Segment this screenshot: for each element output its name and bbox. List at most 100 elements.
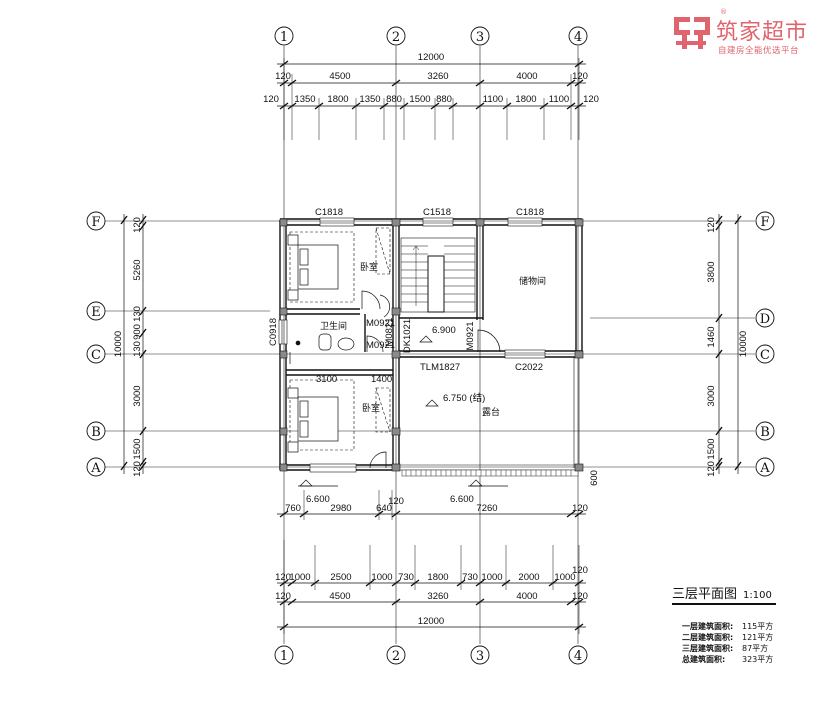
dim-top-main-2: 3260 (427, 71, 448, 82)
doors (361, 290, 501, 469)
door-label-m0921-a: M0921 (366, 318, 395, 329)
area-row-label: 总建筑面积: (682, 655, 726, 664)
dim-bottom-near-3: 120 (388, 496, 404, 507)
axis-label-2-top: 2 (392, 30, 400, 45)
right-dimension-lines (715, 214, 742, 474)
axis-label-3-top: 3 (476, 30, 484, 45)
drawing-title-text: 三层平面图 (672, 587, 738, 602)
door-label-m0921-c: M0921 (465, 321, 476, 350)
dim-bottom-near-0: 760 (285, 503, 301, 514)
axis-label-A-left: A (90, 461, 101, 476)
dim-top-detail-3: 1350 (359, 94, 380, 105)
window-label-c0918: C0918 (268, 318, 279, 346)
dim-left-2: 130 (132, 306, 143, 322)
dim-bottom-detail-8: 2000 (518, 572, 539, 583)
registered-mark: ® (720, 8, 727, 16)
dim-bottom-main-4: 120 (572, 591, 588, 602)
axis-label-A-right: A (759, 461, 770, 476)
axis-bubble-2-bottom (386, 645, 406, 665)
dim-bottom-detail-6: 730 (462, 572, 478, 583)
axis-label-E-left: E (91, 305, 101, 320)
axis-bubble-1-bottom (274, 645, 294, 665)
brand-name: 筑家超市 (716, 20, 809, 45)
dim-bottom-detail-9: 1000 (554, 572, 575, 583)
axis-bubble-B-left (86, 421, 106, 441)
axis-grid (105, 46, 755, 644)
bathroom-fixtures (289, 333, 355, 364)
window-label-c2022: C2022 (515, 362, 543, 373)
area-row-label: 一层建筑面积: (682, 622, 734, 631)
dim-top-detail-8: 1800 (515, 94, 536, 105)
dim-top-detail-0: 120 (263, 94, 279, 105)
dim-right-0: 120 (706, 217, 717, 233)
beds (287, 234, 339, 453)
level-6600-right: 6.600 (450, 494, 474, 505)
area-row-label: 二层建筑面积: (682, 633, 734, 642)
axis-bubble-3-top (470, 26, 490, 46)
axis-bubble-F-left (86, 211, 106, 231)
area-row: 二层建筑面积: 121平方 (682, 632, 822, 643)
room-label-bedroom-bottom: 卧室 (362, 402, 380, 414)
dim-bottom-total: 12000 (418, 616, 444, 627)
door-label-m0821: M0821 (384, 317, 395, 346)
room-label-bedroom-top: 卧室 (360, 261, 378, 273)
dim-bottom-main-0: 120 (275, 591, 291, 602)
dim-side-600: 600 (589, 470, 600, 486)
dim-bottom-near-1: 2980 (330, 503, 351, 514)
dim-top-main-1: 4500 (329, 71, 350, 82)
axis-bubble-4-bottom (568, 645, 588, 665)
dim-left-7: 120 (132, 461, 143, 477)
room-label-terrace: 露台 (482, 406, 500, 418)
door-label-dk1021: DK1021 (402, 319, 413, 353)
dim-left-0: 120 (132, 217, 143, 233)
window-label-c1818-left: C1818 (315, 207, 343, 218)
axis-bubble-4-top (568, 26, 588, 46)
area-row: 总建筑面积: 323平方 (682, 654, 822, 665)
dim-top-detail-9: 1100 (549, 94, 569, 105)
dim-bottom-detail-2: 2500 (330, 572, 351, 583)
dim-bottom-main-3: 4000 (516, 591, 537, 602)
drawing-scale: 1:100 (743, 590, 772, 601)
axis-bubble-3-bottom (470, 645, 490, 665)
level-6750: 6.750 (结) (443, 392, 485, 404)
window-label-c1818-right: C1818 (516, 207, 544, 218)
dim-bottom-detail-0: 120 (275, 572, 291, 583)
brand-mark-icon (674, 17, 710, 49)
dim-top-detail-2: 1800 (327, 94, 348, 105)
dim-top-total: 12000 (418, 52, 444, 63)
level-markers (298, 335, 508, 487)
dim-left-6: 1500 (132, 438, 143, 459)
terrace-drain-grate (401, 469, 579, 477)
axis-label-4-bottom: 4 (574, 649, 582, 664)
axis-label-F-right: F (760, 215, 769, 230)
room-label-bathroom: 卫生间 (320, 320, 347, 332)
axis-label-F-left: F (91, 215, 100, 230)
dim-bottom-near-5: 120 (572, 503, 588, 514)
axis-bubble-F-right (755, 211, 775, 231)
axis-bubble-A-left (86, 457, 106, 477)
axis-label-B-left: B (91, 425, 101, 440)
door-label-tlm1827: TLM1827 (420, 362, 460, 373)
axis-label-D-right: D (760, 312, 770, 327)
axis-label-3-bottom: 3 (476, 649, 484, 664)
top-dimension-lines (277, 58, 586, 140)
area-row: 三层建筑面积:87平方 (682, 643, 822, 654)
area-row-value: 121平方 (742, 633, 774, 642)
dim-top-main-4: 120 (572, 71, 588, 82)
axis-label-B-right: B (760, 425, 770, 440)
dim-inner-1400: 1400 (371, 374, 392, 385)
staircase (400, 237, 476, 313)
dim-left-3: 900 (132, 324, 143, 340)
dim-left-1: 5260 (132, 259, 143, 280)
dim-right-2: 1460 (706, 326, 717, 347)
closets (289, 227, 391, 451)
area-row-value: 323平方 (742, 655, 774, 664)
window-label-c1518: C1518 (423, 207, 451, 218)
axis-bubble-2-top (386, 26, 406, 46)
dim-bottom-main-1: 4500 (329, 591, 350, 602)
door-label-m0921-b: M0921 (366, 340, 395, 351)
dim-right-1: 3800 (706, 261, 717, 282)
area-row-value: 87平方 (742, 644, 769, 653)
axis-label-2-bottom: 2 (392, 649, 400, 664)
